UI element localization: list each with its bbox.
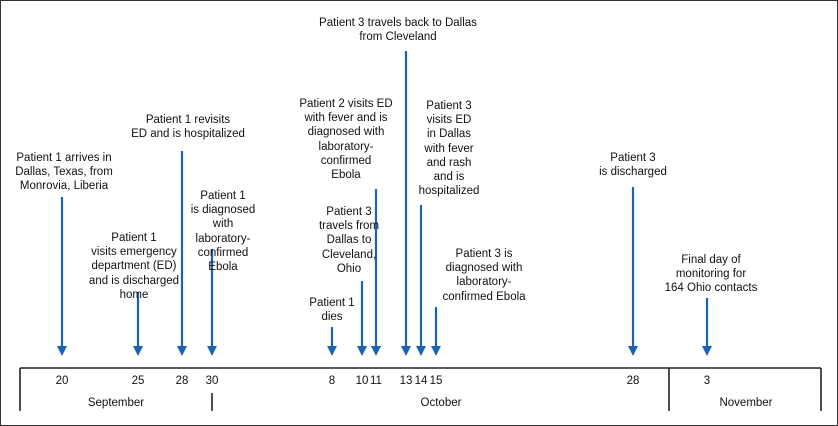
event-arrow-head [371,346,381,356]
event-label-patient3-hospitalized: Patient 3 visits ED in Dallas with fever… [418,100,480,198]
month-label-october: October [420,397,462,409]
event-label-patient1-hospitalized: Patient 1 revisits ED and is hospitalize… [131,114,245,141]
tick-label: 8 [328,375,336,387]
tick-label: 30 [205,375,219,387]
event-label-final-monitoring-day: Final day of monitoring for 164 Ohio con… [664,254,758,295]
tick-label: 28 [175,375,189,387]
month-label-november: November [719,397,773,409]
event-label-patient3-travels-cleveland: Patient 3 travels from Dallas to Clevela… [318,206,380,275]
event-arrow-head [177,346,187,356]
event-arrow-head [357,346,367,356]
event-arrow-head [327,346,337,356]
month-label-september: September [87,397,145,409]
tick-label: 20 [55,375,69,387]
tick-label: 11 [370,375,382,387]
event-label-patient3-diagnosed: Patient 3 is diagnosed with laboratory- … [442,248,526,303]
tick-label: 25 [131,375,145,387]
tick-label: 13 [399,375,413,387]
event-arrow-head [416,346,426,356]
event-label-patient2-diagnosed: Patient 2 visits ED with fever and is di… [299,98,393,182]
event-arrow-head [133,346,143,356]
tick-label: 15 [429,375,443,387]
event-arrow-head [628,346,638,356]
tick-label: 3 [703,375,711,387]
event-arrow-head [431,346,441,356]
event-arrow-head [702,346,712,356]
event-label-patient3-discharged: Patient 3 is discharged [599,152,667,179]
event-label-patient1-ed-visit: Patient 1 visits emergency department (E… [88,232,180,301]
event-arrow-head [57,346,67,356]
event-label-patient3-travels-back: Patient 3 travels back to Dallas from Cl… [319,17,477,44]
tick-label: 10 [355,375,369,387]
event-label-patient1-diagnosed: Patient 1 is diagnosed with laboratory- … [190,190,256,274]
tick-label: 28 [626,375,640,387]
tick-label: 14 [414,375,428,387]
event-arrow-head [401,346,411,356]
event-arrow-head [207,346,217,356]
event-label-patient1-dies: Patient 1 dies [309,297,355,324]
event-label-patient1-arrives: Patient 1 arrives in Dallas, Texas, from… [15,152,113,193]
